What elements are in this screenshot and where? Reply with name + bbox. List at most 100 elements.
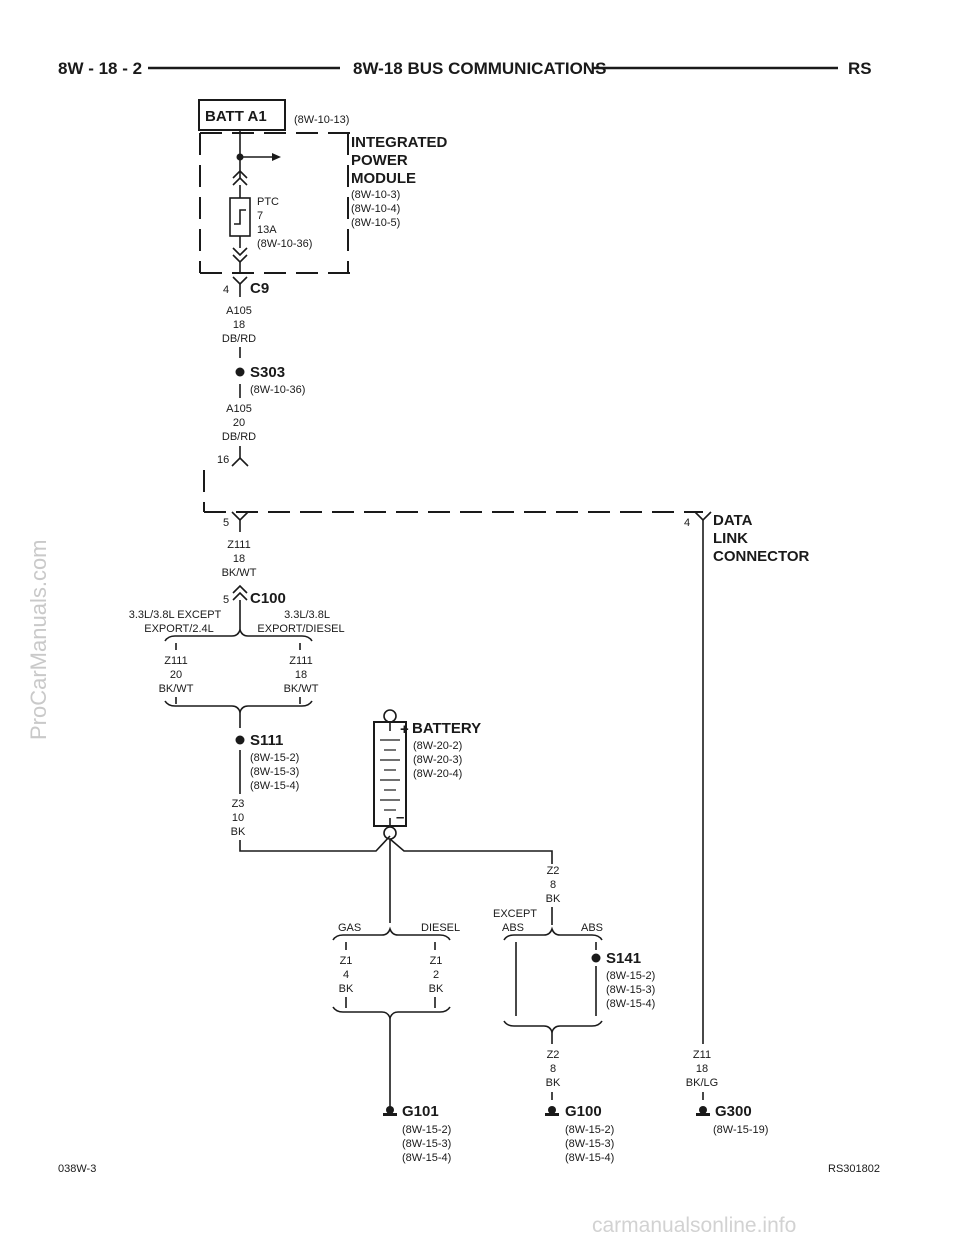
ptc-number: 7 xyxy=(257,210,263,222)
data-bus-dashed-route xyxy=(203,470,703,513)
s111-ref-2: (8W-15-3) xyxy=(250,766,299,778)
footer-left: 038W-3 xyxy=(58,1163,96,1175)
batt-a1-ref: (8W-10-13) xyxy=(294,114,349,126)
wire-z11-color: BK/LG xyxy=(686,1077,718,1089)
wire-z111-20-circuit: Z111 xyxy=(164,655,187,667)
ipm-title-2: POWER xyxy=(351,152,408,169)
dlc-title-1: DATA xyxy=(713,512,753,529)
c100-connector-symbol xyxy=(232,584,248,594)
split3-except-line1: EXCEPT xyxy=(493,908,537,920)
s141-ref-2: (8W-15-3) xyxy=(606,984,655,996)
wire-z3-color: BK xyxy=(231,826,246,838)
ptc-ref: (8W-10-36) xyxy=(257,238,312,250)
wire-z2-top-color: BK xyxy=(546,893,561,905)
battery-ref-1: (8W-20-2) xyxy=(413,740,462,752)
split1-left-line1: 3.3L/3.8L EXCEPT xyxy=(129,609,222,621)
g100-ref-3: (8W-15-4) xyxy=(565,1152,614,1164)
split3-except-line2: ABS xyxy=(502,922,524,934)
s141-ref-1: (8W-15-2) xyxy=(606,970,655,982)
wire-z111-18-circuit: Z111 xyxy=(227,539,250,551)
g300-ground-icon xyxy=(696,1106,710,1116)
pin5-connector-symbol xyxy=(231,511,249,522)
g101-ref-2: (8W-15-3) xyxy=(402,1138,451,1150)
wire-a105-20-circuit: A105 xyxy=(226,403,252,415)
wire-z1-4-gauge: 4 xyxy=(343,969,349,981)
header-left: 8W - 18 - 2 xyxy=(58,59,142,78)
c9-name: C9 xyxy=(250,280,269,297)
wire-z3-circuit: Z3 xyxy=(232,798,245,810)
ipm-title-1: INTEGRATED xyxy=(351,134,448,151)
g300-ref-1: (8W-15-19) xyxy=(713,1124,768,1136)
wire-z111-20-color: BK/WT xyxy=(159,683,194,695)
batt-a1-box xyxy=(198,99,286,131)
s303-ref: (8W-10-36) xyxy=(250,384,305,396)
dlc-pin: 4 xyxy=(684,517,690,529)
wire-z111-18-color: BK/WT xyxy=(222,567,257,579)
wire-a105-20-color: DB/RD xyxy=(222,431,256,443)
wire-z2-bot-color: BK xyxy=(546,1077,561,1089)
split1-top-brace xyxy=(164,627,313,642)
header-center: 8W-18 BUS COMMUNICATIONS xyxy=(353,59,606,78)
ipm-ref-2: (8W-10-4) xyxy=(351,203,400,215)
split1-right-line2: EXPORT/DIESEL xyxy=(257,623,344,635)
s111-splice-dot xyxy=(235,735,245,745)
g101-ref-3: (8W-15-4) xyxy=(402,1152,451,1164)
z3-wire xyxy=(239,835,391,852)
split2-gas: GAS xyxy=(338,922,361,934)
ptc-rating: 13A xyxy=(257,224,277,236)
wire-a105-18-gauge: 18 xyxy=(233,319,245,331)
g100-ref-1: (8W-15-2) xyxy=(565,1124,614,1136)
wire-z111-18-gauge: 18 xyxy=(233,553,245,565)
s141-name: S141 xyxy=(606,950,641,967)
split2-bottom-brace xyxy=(332,1006,451,1021)
split2-diesel: DIESEL xyxy=(421,922,460,934)
battery-ref-2: (8W-20-3) xyxy=(413,754,462,766)
batt-a1-label: BATT A1 xyxy=(205,108,267,125)
wire-z2-top-circuit: Z2 xyxy=(547,865,560,877)
header-right: RS xyxy=(848,59,872,78)
bottom-watermark: carmanualsonline.info xyxy=(592,1214,796,1237)
dlc-title-3: CONNECTOR xyxy=(713,548,810,565)
dlc-title-2: LINK xyxy=(713,530,748,547)
split3-top-brace xyxy=(503,926,603,941)
wire-a105-18-color: DB/RD xyxy=(222,333,256,345)
wire-z2-top-gauge: 8 xyxy=(550,879,556,891)
s303-name: S303 xyxy=(250,364,285,381)
wire-z11-gauge: 18 xyxy=(696,1063,708,1075)
battery-minus: – xyxy=(396,809,404,826)
wire-a105-18-circuit: A105 xyxy=(226,305,252,317)
ptc-symbol xyxy=(229,169,251,273)
g100-ref-2: (8W-15-3) xyxy=(565,1138,614,1150)
s303-splice-dot xyxy=(235,367,245,377)
split1-right-line1: 3.3L/3.8L xyxy=(284,609,330,621)
c100-name: C100 xyxy=(250,590,286,607)
s141-ref-3: (8W-15-4) xyxy=(606,998,655,1010)
split2-top-brace xyxy=(332,926,451,941)
side-watermark: ProCarManuals.com xyxy=(26,539,51,740)
wire-a105-20-gauge: 20 xyxy=(233,417,245,429)
wire-z111-18b-gauge: 18 xyxy=(295,669,307,681)
z2-top-wire xyxy=(389,838,553,864)
wire-z11-circuit: Z11 xyxy=(693,1049,711,1061)
ipm-bus-arrow xyxy=(272,153,281,161)
page-header: 8W - 18 - 2 8W-18 BUS COMMUNICATIONS RS xyxy=(58,59,872,78)
footer-right: RS301802 xyxy=(828,1163,880,1175)
c9-pin: 4 xyxy=(223,284,229,296)
g300-name: G300 xyxy=(715,1103,752,1120)
pin5-label: 5 xyxy=(223,517,229,529)
wire-z111-18b-color: BK/WT xyxy=(284,683,319,695)
wire-z2-bot-gauge: 8 xyxy=(550,1063,556,1075)
wire-z1-4-color: BK xyxy=(339,983,354,995)
wire-z1-2-gauge: 2 xyxy=(433,969,439,981)
ipm-box xyxy=(199,132,350,274)
g101-name: G101 xyxy=(402,1103,439,1120)
battery-symbol xyxy=(373,709,407,840)
g101-ref-1: (8W-15-2) xyxy=(402,1124,451,1136)
dlc-connector-symbol xyxy=(694,511,712,522)
battery-plus: + xyxy=(400,721,409,738)
split1-bottom-brace xyxy=(164,700,313,715)
ptc-label: PTC xyxy=(257,196,279,208)
wire-z2-bot-circuit: Z2 xyxy=(547,1049,560,1061)
g100-name: G100 xyxy=(565,1103,602,1120)
battery-ref-3: (8W-20-4) xyxy=(413,768,462,780)
